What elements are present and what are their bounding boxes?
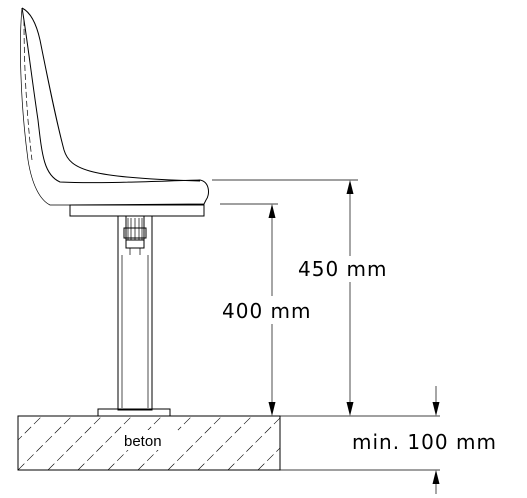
seat-shell-back-seam xyxy=(23,19,33,161)
seat-shell-back-edge xyxy=(20,7,70,206)
dimension-min-100-label: min. 100 mm xyxy=(352,430,497,454)
extension-lines xyxy=(212,179,440,471)
seat-shell-inner-outline xyxy=(21,7,201,182)
dimension-450-label: 450 mm xyxy=(298,257,388,281)
concrete-slab: beton xyxy=(17,415,281,471)
dimension-450: 450 mm xyxy=(294,180,394,416)
bolt-clamp xyxy=(123,215,147,255)
seat-shell-outer-outline xyxy=(21,7,209,206)
dimension-400-label: 400 mm xyxy=(222,299,312,323)
dimension-min-100: min. 100 mm xyxy=(352,386,497,494)
support-post xyxy=(117,215,153,411)
dimension-400: 400 mm xyxy=(218,204,330,416)
material-label: beton xyxy=(124,433,162,450)
seat-shell xyxy=(20,7,209,206)
seat-mounting-plate xyxy=(69,204,205,217)
